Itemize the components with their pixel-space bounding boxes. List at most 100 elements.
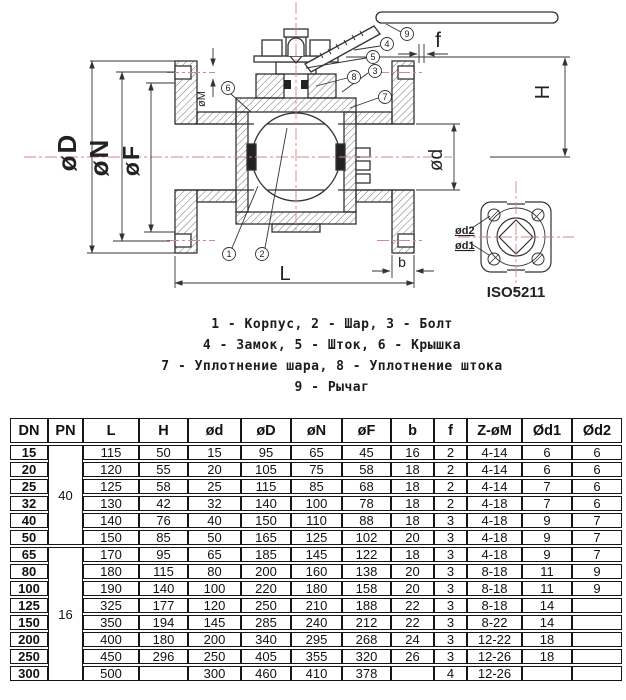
value-cell: 14 [522,598,572,613]
value-cell: 58 [342,462,391,477]
dn-cell: 32 [10,496,48,511]
value-cell: 8-18 [467,564,522,579]
dim-label-od: ød [426,149,447,171]
value-cell: 340 [241,632,291,647]
value-cell: 150 [83,530,139,545]
value-cell: 212 [342,615,391,630]
col-header-4: ød [188,418,241,443]
value-cell: 300 [188,666,241,681]
col-header-9: f [434,418,467,443]
value-cell: 4-14 [467,462,522,477]
legend-line: 1 - Корпус, 2 - Шар, 3 - Болт [211,317,453,332]
value-cell: 4-18 [467,530,522,545]
value-cell: 4-14 [467,479,522,494]
value-cell: 3 [434,615,467,630]
value-cell: 185 [241,547,291,562]
value-cell: 8-18 [467,598,522,613]
value-cell: 26 [391,649,434,664]
dim-label-H: H [532,85,554,99]
value-cell: 55 [139,462,188,477]
value-cell: 18 [522,649,572,664]
value-cell: 102 [342,530,391,545]
dn-cell: 25 [10,479,48,494]
value-cell: 125 [291,530,342,545]
value-cell: 2 [434,496,467,511]
legend-line: 4 - Замок, 5 - Шток, 6 - Крышка [202,338,462,353]
dimension-H [490,57,570,158]
value-cell: 405 [241,649,291,664]
value-cell: 20 [391,581,434,596]
col-header-8: b [391,418,434,443]
dim-label-oM: øM [196,91,208,107]
value-cell: 500 [83,666,139,681]
col-header-1: PN [48,418,83,443]
dim-label-oN: øN [84,138,114,177]
value-cell: 460 [241,666,291,681]
value-cell: 140 [83,513,139,528]
dim-label-L: L [279,263,290,285]
value-cell: 65 [188,547,241,562]
value-cell: 11 [522,581,572,596]
value-cell: 11 [522,564,572,579]
value-cell: 6 [522,462,572,477]
value-cell: 122 [342,547,391,562]
value-cell: 20 [391,564,434,579]
value-cell: 7 [522,496,572,511]
svg-text:8: 8 [351,72,356,82]
value-cell: 100 [291,496,342,511]
callout-4: 4 [353,37,394,51]
value-cell: 80 [188,564,241,579]
value-cell: 150 [241,513,291,528]
value-cell: 75 [291,462,342,477]
value-cell: 3 [434,581,467,596]
value-cell: 140 [139,581,188,596]
value-cell: 18 [522,632,572,647]
value-cell: 268 [342,632,391,647]
value-cell: 250 [241,598,291,613]
value-cell: 6 [572,479,622,494]
stem-seal-left [284,80,291,89]
value-cell: 145 [188,615,241,630]
value-cell [572,598,622,613]
svg-text:4: 4 [384,39,389,49]
value-cell: 410 [291,666,342,681]
value-cell: 8-18 [467,581,522,596]
value-cell: 18 [391,496,434,511]
callout-5: 5 [305,50,380,69]
value-cell: 350 [83,615,139,630]
value-cell: 200 [188,632,241,647]
value-cell: 130 [83,496,139,511]
value-cell: 180 [83,564,139,579]
value-cell: 88 [342,513,391,528]
value-cell: 42 [139,496,188,511]
value-cell: 190 [83,581,139,596]
centerlines [24,2,452,241]
col-header-11: Ød1 [522,418,572,443]
dim-label-od2: ød2 [455,225,475,237]
stem-seal-right [301,80,308,89]
svg-text:1: 1 [226,249,231,259]
value-cell: 3 [434,649,467,664]
value-cell: 15 [188,445,241,460]
col-header-0: DN [10,418,48,443]
value-cell: 200 [241,564,291,579]
callout-6: 6 [221,81,252,113]
value-cell: 2 [434,462,467,477]
col-header-12: Ød2 [572,418,622,443]
value-cell: 18 [391,513,434,528]
value-cell: 95 [139,547,188,562]
lock-teeth [319,30,364,59]
value-cell: 50 [188,530,241,545]
callout-9: 9 [385,23,414,41]
value-cell: 170 [83,547,139,562]
dn-cell: 50 [10,530,48,545]
dn-cell: 40 [10,513,48,528]
value-cell [139,666,188,681]
value-cell: 138 [342,564,391,579]
value-cell: 20 [188,462,241,477]
